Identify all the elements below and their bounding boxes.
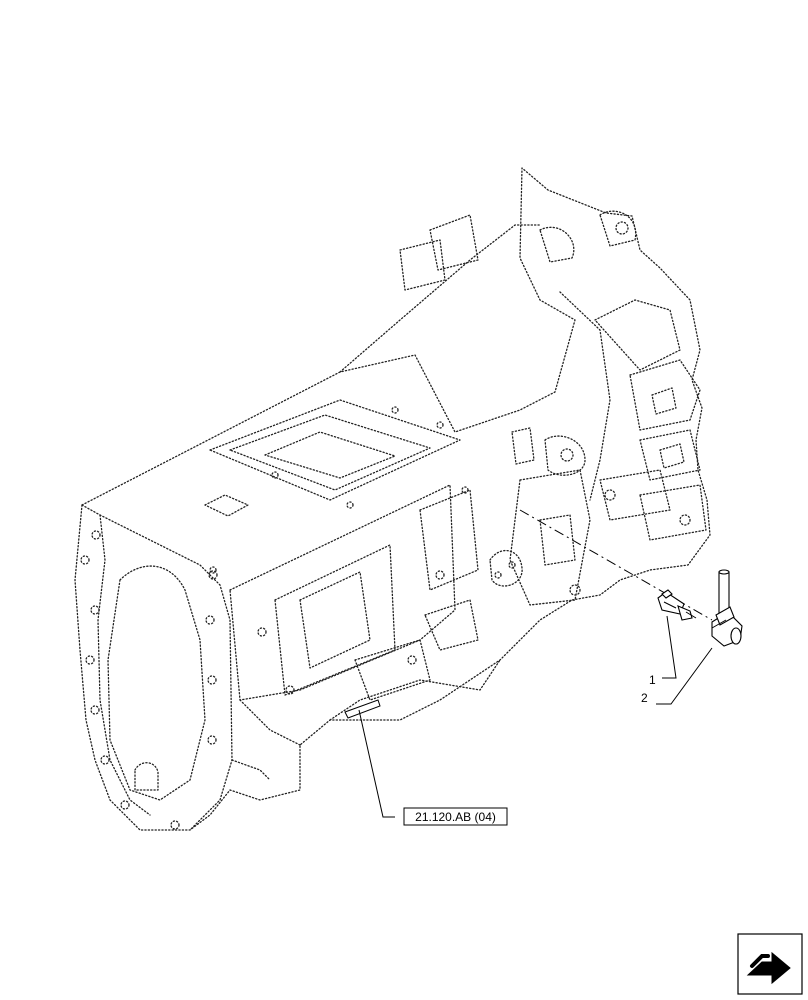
sensor-part xyxy=(657,589,697,621)
reference-label[interactable]: 21.120.AB (04) xyxy=(415,810,496,824)
next-page-arrow-icon[interactable] xyxy=(737,933,803,995)
leader-line-1 xyxy=(662,615,677,679)
reference-leader-line xyxy=(358,709,395,818)
reference-box[interactable] xyxy=(403,807,508,826)
callout-number-1: 1 xyxy=(649,673,656,687)
transmission-housing xyxy=(74,167,711,831)
reference-mount-point xyxy=(344,699,381,719)
callout-number-2: 2 xyxy=(641,691,648,705)
leader-line-2 xyxy=(656,647,713,705)
elbow-fitting-part xyxy=(711,569,743,647)
